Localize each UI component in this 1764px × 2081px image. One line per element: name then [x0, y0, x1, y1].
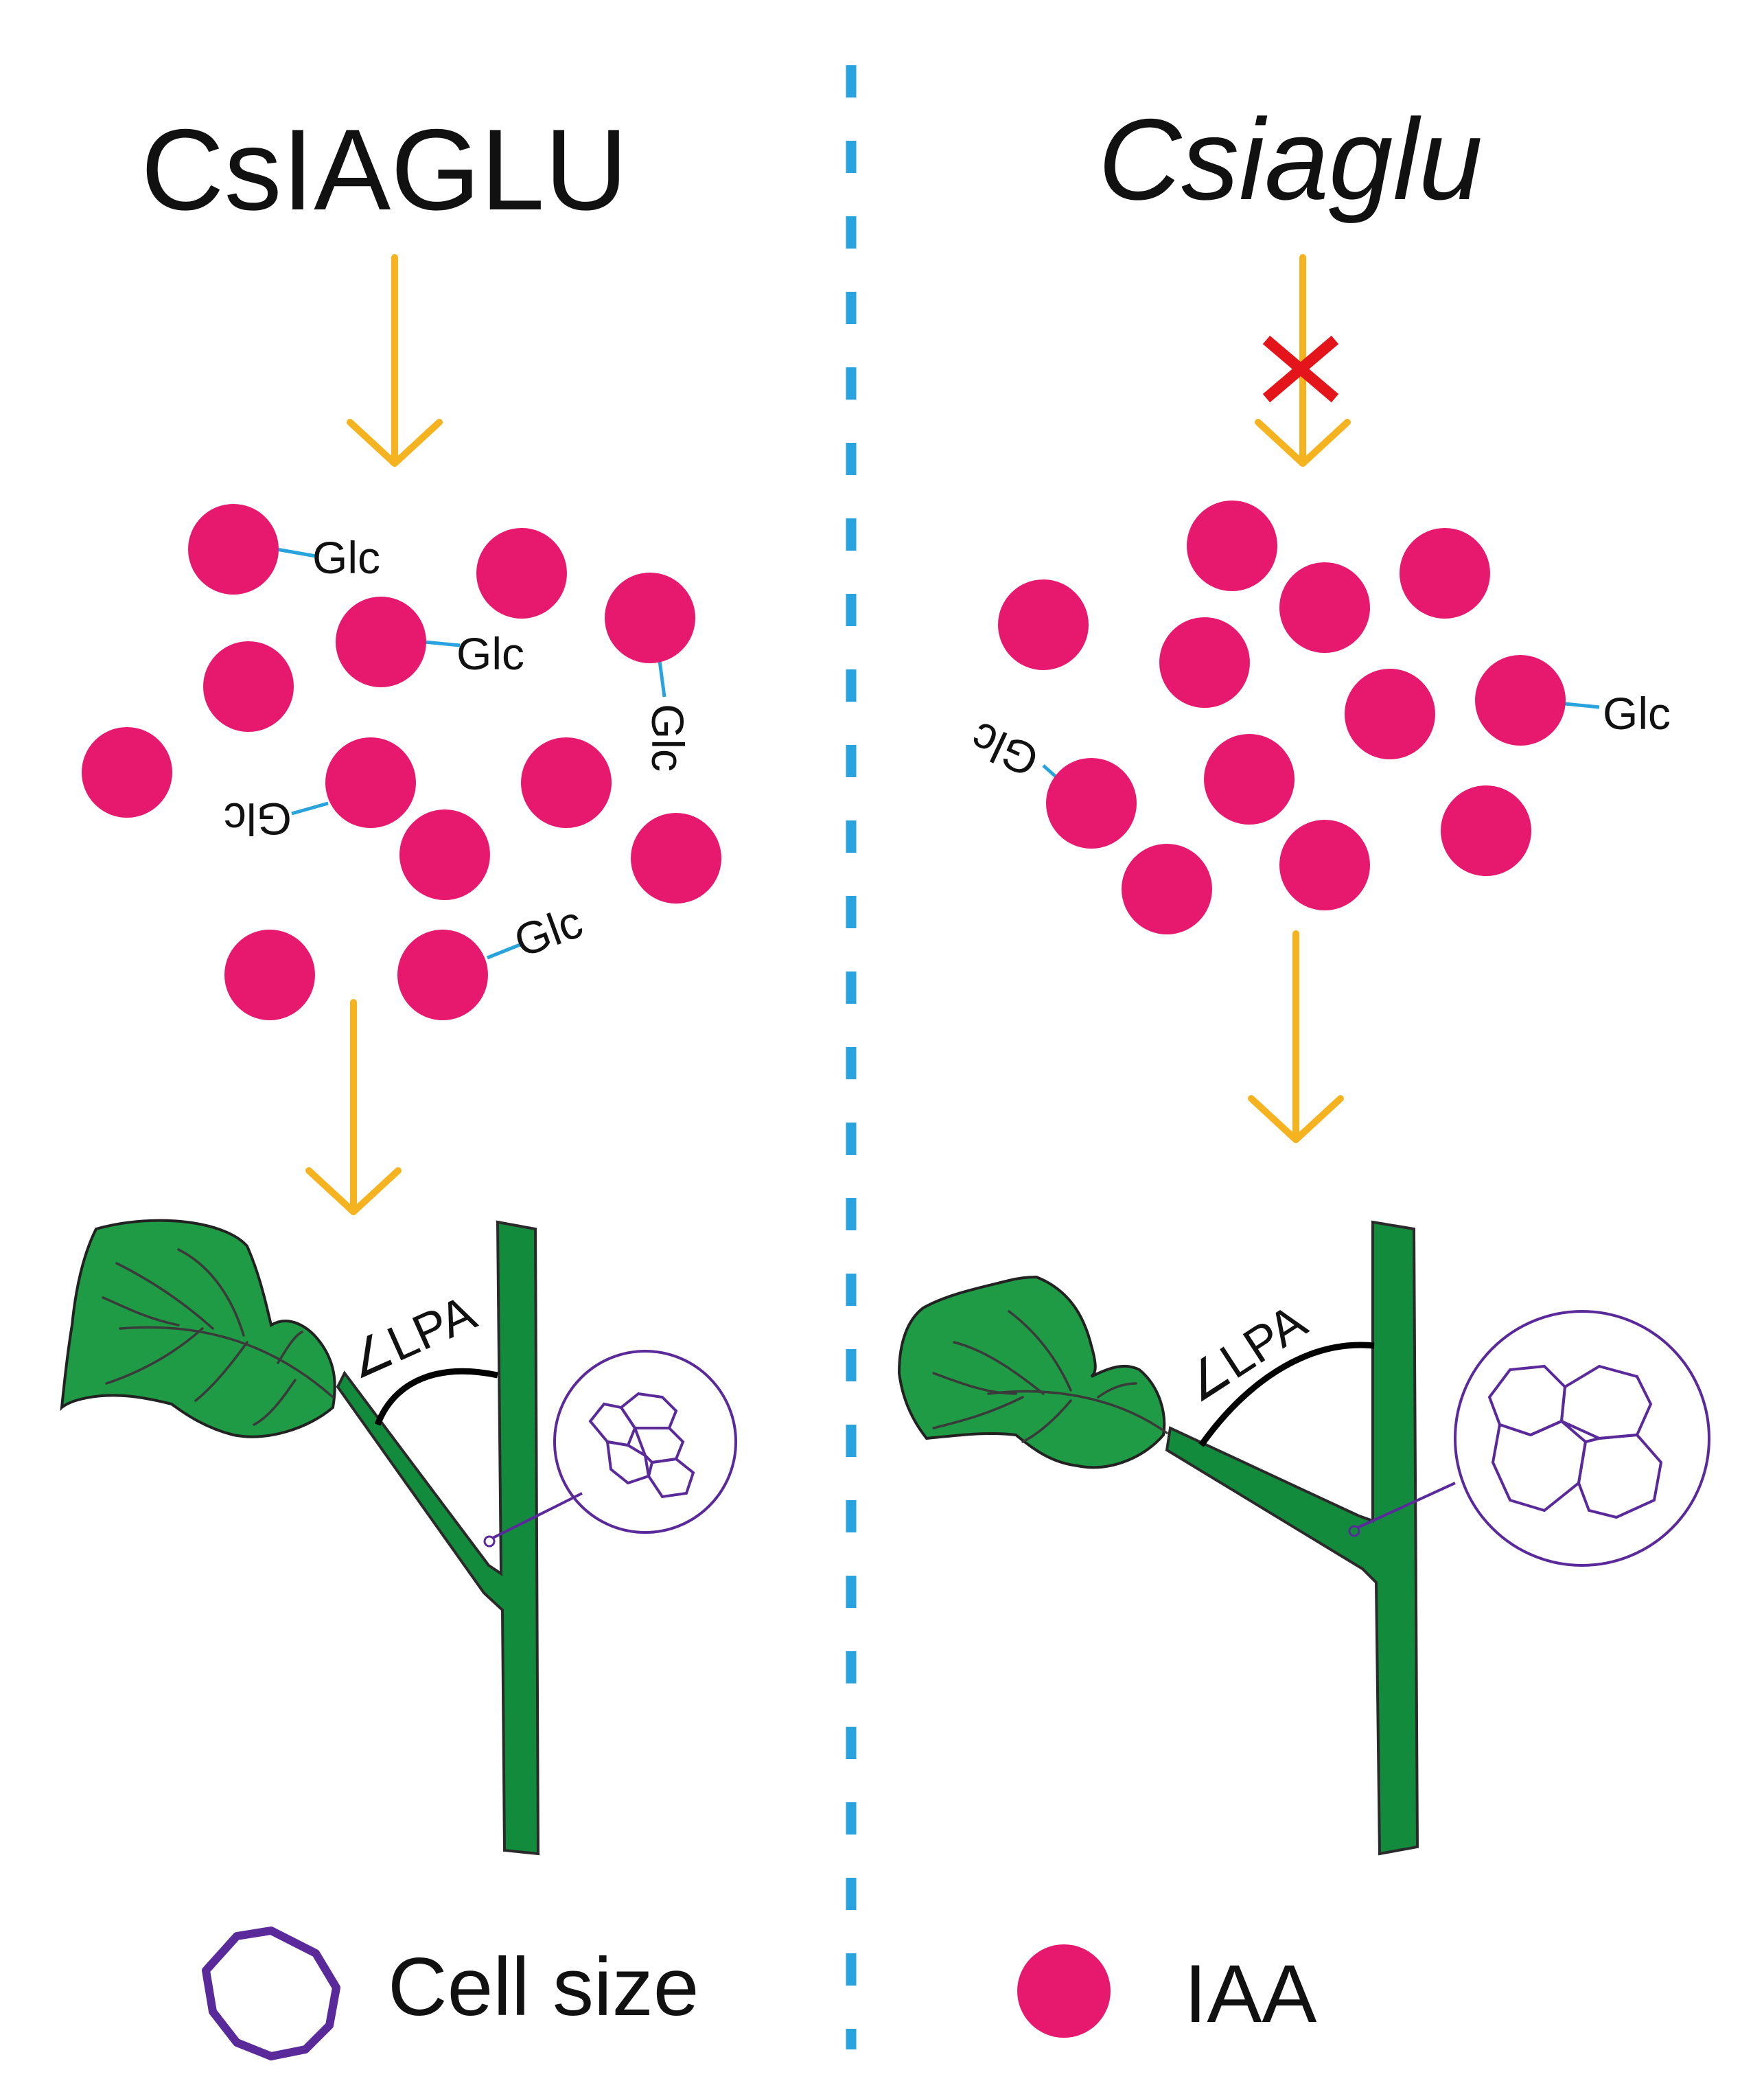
left-iaa-cluster: Glc Glc Glc Glc Glc [82, 504, 721, 1020]
cell-size-legend-item: Cell size [202, 1927, 699, 2060]
left-panel-title: CsIAGLU [141, 105, 628, 234]
iaa-molecule [1122, 844, 1212, 934]
stem [1165, 1220, 1419, 1856]
glc-link [291, 801, 329, 816]
legend: Cell size IAA [202, 1927, 1316, 2060]
glc-link [423, 640, 461, 647]
iaa-molecule [224, 930, 315, 1020]
zoom-circle [553, 1350, 737, 1534]
iaa-legend-icon [1017, 1944, 1111, 2038]
glc-label: Glc [312, 532, 380, 583]
leaf-veins [102, 1248, 334, 1426]
cell-size-label: Cell size [388, 1941, 699, 2033]
lpa-angle-arc [374, 1368, 498, 1426]
lpa-label: ∠LPA [339, 1285, 484, 1390]
left-panel: CsIAGLU Glc Glc [60, 105, 737, 1856]
iaa-molecule [631, 813, 721, 904]
iaa-molecule [1475, 655, 1566, 746]
glc-link [1564, 702, 1600, 709]
iaa-molecule [521, 737, 612, 828]
iaa-molecule [1400, 528, 1490, 619]
iaa-molecule [1345, 669, 1435, 759]
iaa-molecule [336, 597, 426, 687]
leaf-veins [932, 1310, 1168, 1443]
cell-outline-icon [202, 1927, 340, 2060]
right-panel: Csiaglu Glc Glc [897, 95, 1710, 1856]
iaa-label: IAA [1184, 1948, 1316, 2040]
zoom-circle [1454, 1310, 1710, 1567]
right-iaa-cluster: Glc Glc [963, 501, 1671, 934]
glc-link [657, 655, 666, 698]
lpa-angle-arc [1198, 1342, 1375, 1447]
right-panel-title: Csiaglu [1098, 95, 1483, 224]
glc-label: Glc [507, 896, 588, 967]
iaa-molecule [82, 727, 172, 818]
iaa-molecule [1441, 785, 1531, 876]
glc-link [276, 547, 316, 558]
glc-label: Glc [224, 794, 292, 844]
right-plant: ∠LPA [897, 1220, 1710, 1856]
iaa-molecule [998, 579, 1089, 670]
glc-label: Glc [1603, 688, 1671, 739]
iaa-molecule [1187, 501, 1277, 591]
iaa-molecule [1279, 820, 1370, 910]
iaa-molecule [397, 930, 488, 1020]
right-arrow-blocked [1255, 254, 1351, 467]
iaa-molecule [1046, 758, 1137, 849]
glc-label: Glc [963, 712, 1046, 787]
iaa-molecule [1279, 562, 1370, 653]
left-arrow-bottom [305, 999, 402, 1215]
blocked-x-icon [1262, 335, 1339, 403]
left-plant: ∠LPA [60, 1219, 737, 1856]
leaf [60, 1219, 336, 1438]
right-cell-zoom [1348, 1310, 1710, 1567]
right-arrow-bottom [1248, 930, 1344, 1143]
iaa-molecule [476, 528, 567, 619]
iaa-molecule [325, 737, 416, 828]
leaf [897, 1275, 1166, 1469]
glc-link [487, 942, 522, 960]
glc-label: Glc [642, 704, 693, 772]
iaa-molecule [1159, 617, 1250, 708]
iaa-molecule [399, 809, 490, 900]
left-cell-zoom [483, 1350, 737, 1548]
iaa-legend-item: IAA [1017, 1944, 1316, 2040]
iaa-molecule [1204, 734, 1295, 825]
left-arrow-top [347, 254, 443, 467]
iaa-molecule [605, 573, 695, 663]
iaa-molecule [203, 641, 294, 732]
iaa-molecule [188, 504, 279, 595]
glc-label: Glc [456, 628, 524, 679]
stem [336, 1220, 540, 1856]
